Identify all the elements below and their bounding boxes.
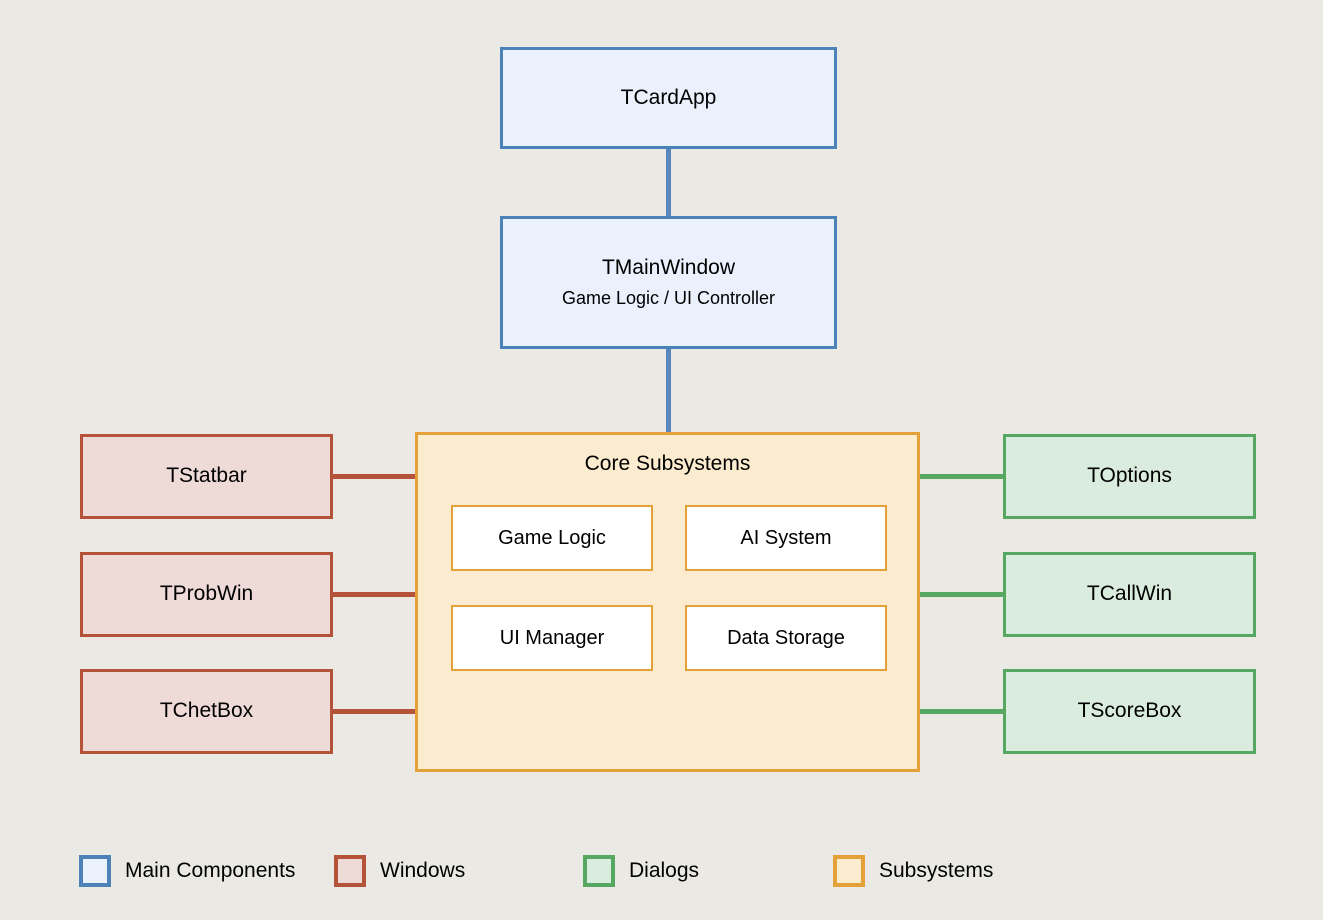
node-tmainwindow[interactable]: TMainWindow Game Logic / UI Controller bbox=[500, 216, 837, 349]
node-game-logic[interactable]: Game Logic bbox=[451, 505, 653, 571]
legend-item-windows: Windows bbox=[334, 855, 465, 887]
connector-core-tscorebox bbox=[917, 709, 1005, 714]
legend-swatch-main-components bbox=[79, 855, 111, 887]
connector-tchetbox-core bbox=[332, 709, 418, 714]
node-tstatbar-label: TStatbar bbox=[166, 464, 247, 488]
connector-tstatbar-core bbox=[332, 474, 418, 479]
node-tprobwin[interactable]: TProbWin bbox=[80, 552, 333, 637]
node-toptions[interactable]: TOptions bbox=[1003, 434, 1256, 519]
node-tcallwin[interactable]: TCallWin bbox=[1003, 552, 1256, 637]
node-ai-system-label: AI System bbox=[740, 526, 832, 549]
legend-swatch-windows bbox=[334, 855, 366, 887]
connector-tprobwin-core bbox=[332, 592, 418, 597]
connector-tcardapp-tmainwindow bbox=[666, 148, 671, 216]
node-tchetbox-label: TChetBox bbox=[159, 699, 254, 723]
node-data-storage[interactable]: Data Storage bbox=[685, 605, 887, 671]
node-tstatbar[interactable]: TStatbar bbox=[80, 434, 333, 519]
node-tcallwin-label: TCallWin bbox=[1086, 582, 1173, 606]
legend-label-subsystems: Subsystems bbox=[879, 859, 994, 882]
node-tmainwindow-label: TMainWindow bbox=[601, 256, 736, 280]
legend-item-main-components: Main Components bbox=[79, 855, 295, 887]
node-tcardapp-label: TCardApp bbox=[620, 85, 717, 109]
legend-label-dialogs: Dialogs bbox=[629, 859, 700, 882]
legend-swatch-dialogs bbox=[583, 855, 615, 887]
node-ai-system[interactable]: AI System bbox=[685, 505, 887, 571]
node-tchetbox[interactable]: TChetBox bbox=[80, 669, 333, 754]
node-tscorebox-label: TScoreBox bbox=[1077, 699, 1182, 723]
node-tscorebox[interactable]: TScoreBox bbox=[1003, 669, 1256, 754]
node-tprobwin-label: TProbWin bbox=[159, 582, 254, 606]
node-ui-manager[interactable]: UI Manager bbox=[451, 605, 653, 671]
connector-tmainwindow-core bbox=[666, 348, 671, 434]
node-toptions-label: TOptions bbox=[1087, 464, 1172, 488]
legend-label-windows: Windows bbox=[380, 859, 466, 882]
legend-item-dialogs: Dialogs bbox=[583, 855, 699, 887]
node-core-subsystems[interactable]: Core Subsystems Game Logic AI System UI … bbox=[415, 432, 920, 772]
node-data-storage-label: Data Storage bbox=[727, 626, 845, 649]
connector-core-tcallwin bbox=[917, 592, 1005, 597]
core-subsystems-title: Core Subsystems bbox=[584, 452, 751, 475]
node-tcardapp[interactable]: TCardApp bbox=[500, 47, 837, 149]
legend-label-main-components: Main Components bbox=[125, 859, 296, 882]
connector-core-toptions bbox=[917, 474, 1005, 479]
node-game-logic-label: Game Logic bbox=[498, 526, 606, 549]
node-ui-manager-label: UI Manager bbox=[499, 626, 605, 649]
legend-swatch-subsystems bbox=[833, 855, 865, 887]
legend-item-subsystems: Subsystems bbox=[833, 855, 993, 887]
node-tmainwindow-subtitle: Game Logic / UI Controller bbox=[561, 288, 776, 309]
